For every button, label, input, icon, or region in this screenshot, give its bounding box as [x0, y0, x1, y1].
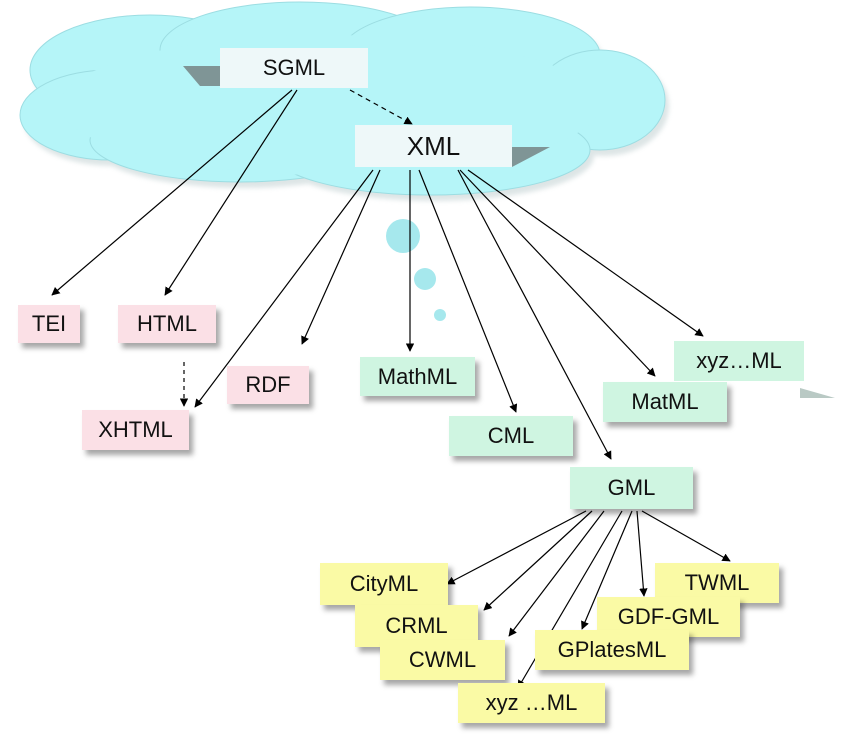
arrow-sgml-xml — [349, 89, 413, 125]
node-gplatesml: GPlatesML — [535, 630, 689, 670]
bubble-large — [386, 219, 420, 253]
node-xyzml: xyz…ML — [674, 341, 804, 381]
arrow-xml-rdf — [301, 169, 381, 345]
arrow-xml-xhtml — [194, 169, 374, 408]
xml-fold-shadow — [512, 147, 550, 167]
bubble-small — [434, 309, 446, 321]
cloud-shape — [19, 1, 669, 201]
node-xml: XML — [355, 125, 512, 167]
node-xhtml: XHTML — [82, 410, 189, 450]
arrow-gml-cityml — [446, 510, 587, 585]
arrow-xml-cml — [418, 169, 518, 413]
node-matml: MatML — [603, 382, 727, 422]
node-sgml: SGML — [220, 48, 368, 88]
node-gml: GML — [570, 467, 693, 509]
arrow-xml-xyzml — [467, 169, 704, 337]
node-xyzml2: xyz …ML — [458, 683, 605, 723]
arrow-gml-cwml — [508, 510, 605, 637]
node-mathml: MathML — [360, 357, 475, 396]
arrow-gml-twml — [641, 510, 731, 562]
node-tei: TEI — [18, 305, 80, 343]
arrow-gml-crml — [483, 510, 593, 611]
arrow-xml-gml — [457, 169, 612, 460]
connectors — [51, 89, 731, 689]
arrow-sgml-html — [164, 89, 298, 296]
bubble-medium — [414, 268, 436, 290]
node-html: HTML — [118, 305, 216, 343]
arrow-xml-matml — [459, 169, 656, 377]
node-cwml: CWML — [380, 640, 505, 680]
node-twml: TWML — [655, 563, 779, 603]
sgml-fold-shadow — [183, 66, 222, 86]
xyzml-fold-shadow — [800, 388, 835, 398]
arrow-gml-gdfgml — [636, 510, 648, 597]
arrow-gml-gplatesml — [581, 510, 633, 630]
arrow-sgml-tei — [51, 89, 293, 296]
node-cml: CML — [449, 416, 573, 456]
node-rdf: RDF — [227, 366, 309, 404]
node-cityml: CityML — [320, 563, 448, 605]
